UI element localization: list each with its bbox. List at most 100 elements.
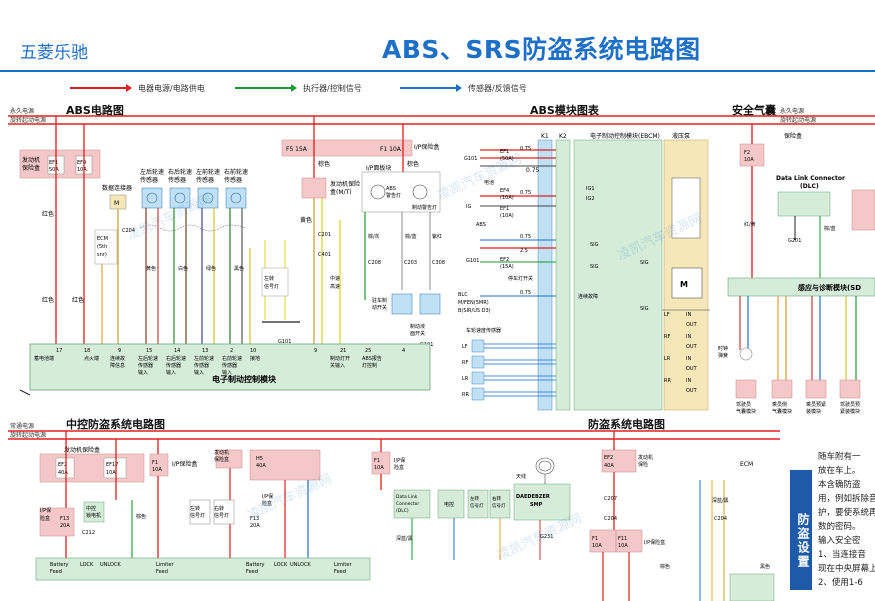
svg-text:snr): snr) <box>97 252 107 258</box>
svg-text:险盒: 险盒 <box>262 500 272 507</box>
svg-text:保险盒: 保险盒 <box>784 132 802 140</box>
svg-text:M: M <box>114 200 119 207</box>
svg-text:ECM: ECM <box>740 461 753 468</box>
svg-text:10A: 10A <box>106 470 116 476</box>
svg-text:RF: RF <box>664 334 670 340</box>
svg-text:OUT: OUT <box>686 344 698 350</box>
svg-text:连续故: 连续故 <box>110 355 125 362</box>
svg-text:14: 14 <box>174 348 180 354</box>
svg-text:20A: 20A <box>250 523 260 529</box>
svg-text:I/P保: I/P保 <box>262 493 273 500</box>
svg-text:F2: F2 <box>744 150 750 156</box>
legend-control-arrow <box>235 84 297 92</box>
svg-text:停车灯开关: 停车灯开关 <box>508 275 533 282</box>
svg-text:传感器: 传感器 <box>168 176 186 184</box>
svg-text:(5th: (5th <box>97 244 107 250</box>
svg-text:EF1: EF1 <box>500 149 509 155</box>
svg-text:左后轮速: 左后轮速 <box>140 168 164 176</box>
svg-text:(DLC): (DLC) <box>396 508 409 514</box>
svg-text:(10A): (10A) <box>500 213 514 219</box>
svg-text:右转: 右转 <box>214 505 224 512</box>
svg-text:C201: C201 <box>318 232 331 238</box>
svg-text:2.5: 2.5 <box>520 248 528 254</box>
dlc-airbag <box>777 191 831 217</box>
rail-label-always-2: 永久电源 <box>780 107 804 115</box>
svg-text:(DLC): (DLC) <box>800 183 819 190</box>
svg-text:M/FEN(5MR): M/FEN(5MR) <box>458 300 489 306</box>
combo-switch-label: 发动机保险 <box>330 180 360 188</box>
svg-text:F1: F1 <box>374 458 380 464</box>
svg-text:黑色: 黑色 <box>760 563 770 570</box>
svg-text:SMP: SMP <box>530 502 543 508</box>
svg-text:G231: G231 <box>540 534 553 540</box>
svg-text:EF1: EF1 <box>500 206 509 212</box>
svg-text:M: M <box>680 280 688 289</box>
svg-text:棕色: 棕色 <box>660 563 670 570</box>
svg-text:棕/蓝: 棕/蓝 <box>824 225 836 232</box>
svg-text:棕/灰: 棕/灰 <box>368 233 380 240</box>
svg-text:SIG: SIG <box>590 242 599 248</box>
svg-text:右前轮速: 右前轮速 <box>222 355 242 362</box>
svg-text:EF2: EF2 <box>500 257 509 263</box>
side-line: 输入安全密 <box>818 536 861 546</box>
section-antitheft: 防盗系统电路图 <box>588 418 665 431</box>
daedebzer-module <box>513 483 571 521</box>
svg-text:制动灯开: 制动灯开 <box>330 355 350 362</box>
brake-fluid-switch <box>419 293 441 315</box>
svg-text:棕色: 棕色 <box>318 160 330 168</box>
svg-text:深蓝/黑: 深蓝/黑 <box>396 535 413 542</box>
svg-text:SIG: SIG <box>640 260 649 266</box>
svg-text:右后轮速: 右后轮速 <box>166 355 186 362</box>
svg-text:Feed: Feed <box>50 569 62 575</box>
svg-text:F13: F13 <box>60 516 69 522</box>
svg-text:传感器: 传感器 <box>140 176 158 184</box>
svg-text:障信息: 障信息 <box>110 362 125 369</box>
svg-text:ABS: ABS <box>386 186 396 192</box>
svg-text:险盒: 险盒 <box>394 464 404 471</box>
svg-text:Limiter: Limiter <box>156 562 174 568</box>
svg-text:9: 9 <box>118 348 121 354</box>
svg-text:棕/蓝: 棕/蓝 <box>405 233 417 240</box>
diag-connector-label: 数据连接器 <box>102 184 132 192</box>
svg-text:C207: C207 <box>604 496 617 502</box>
svg-text:LR: LR <box>462 376 469 382</box>
svg-text:天线: 天线 <box>516 473 526 480</box>
svg-text:红色: 红色 <box>42 210 54 218</box>
central-lock-diagram: 发动机保险盒 EF2 40A EF17 10A F1 10A I/P保险盒 I/… <box>35 431 571 581</box>
svg-text:绿色: 绿色 <box>206 265 216 272</box>
side-line: 放在车上。 <box>818 466 861 476</box>
svg-text:Data Link: Data Link <box>396 494 418 500</box>
svg-text:BLC: BLC <box>458 292 468 298</box>
sensor-rf <box>225 187 247 209</box>
svg-text:车轮速度传感器: 车轮速度传感器 <box>466 327 501 334</box>
abs-circuit: 发动机 保险盒 EF1 50A EF4 10A 红色 红色 红色 数据连接器 M… <box>19 116 445 396</box>
sdm-module <box>727 277 875 297</box>
svg-text:左转: 左转 <box>264 275 274 282</box>
svg-text:SIG: SIG <box>640 306 649 312</box>
engine-fusebox-lock <box>39 453 145 483</box>
svg-text:Limiter: Limiter <box>334 562 352 568</box>
svg-text:C308: C308 <box>432 260 445 266</box>
svg-text:C204: C204 <box>122 228 135 234</box>
rail-label-ignition: 旋转起动电源 <box>10 116 46 124</box>
svg-text:10A: 10A <box>77 167 87 173</box>
svg-text:左转: 左转 <box>190 505 200 512</box>
power-rails: 永久电源 旋转起动电源 永久电源 旋转起动电源 常通电源 旋转起动电源 <box>8 107 875 440</box>
rail-label-ignition-2: 旋转起动电源 <box>780 116 816 124</box>
svg-text:RR: RR <box>664 378 671 384</box>
svg-text:LOCK: LOCK <box>274 562 288 568</box>
column-k1 <box>537 139 553 411</box>
svg-text:EF1: EF1 <box>49 160 58 166</box>
svg-text:左转: 左转 <box>470 495 479 502</box>
section-airbag: 安全气囊 <box>732 104 776 117</box>
svg-text:灯控制: 灯控制 <box>362 362 377 369</box>
side-line: 随车附有一 <box>818 452 861 462</box>
rail-label-ignition-3: 旋转起动电源 <box>10 431 46 439</box>
svg-text:(50A): (50A) <box>500 156 514 162</box>
svg-text:中速: 中速 <box>330 275 340 282</box>
svg-text:紧装模块: 紧装模块 <box>840 408 860 415</box>
svg-text:10A: 10A <box>744 157 754 163</box>
svg-text:2: 2 <box>230 348 233 354</box>
svg-text:信号灯: 信号灯 <box>492 502 506 509</box>
